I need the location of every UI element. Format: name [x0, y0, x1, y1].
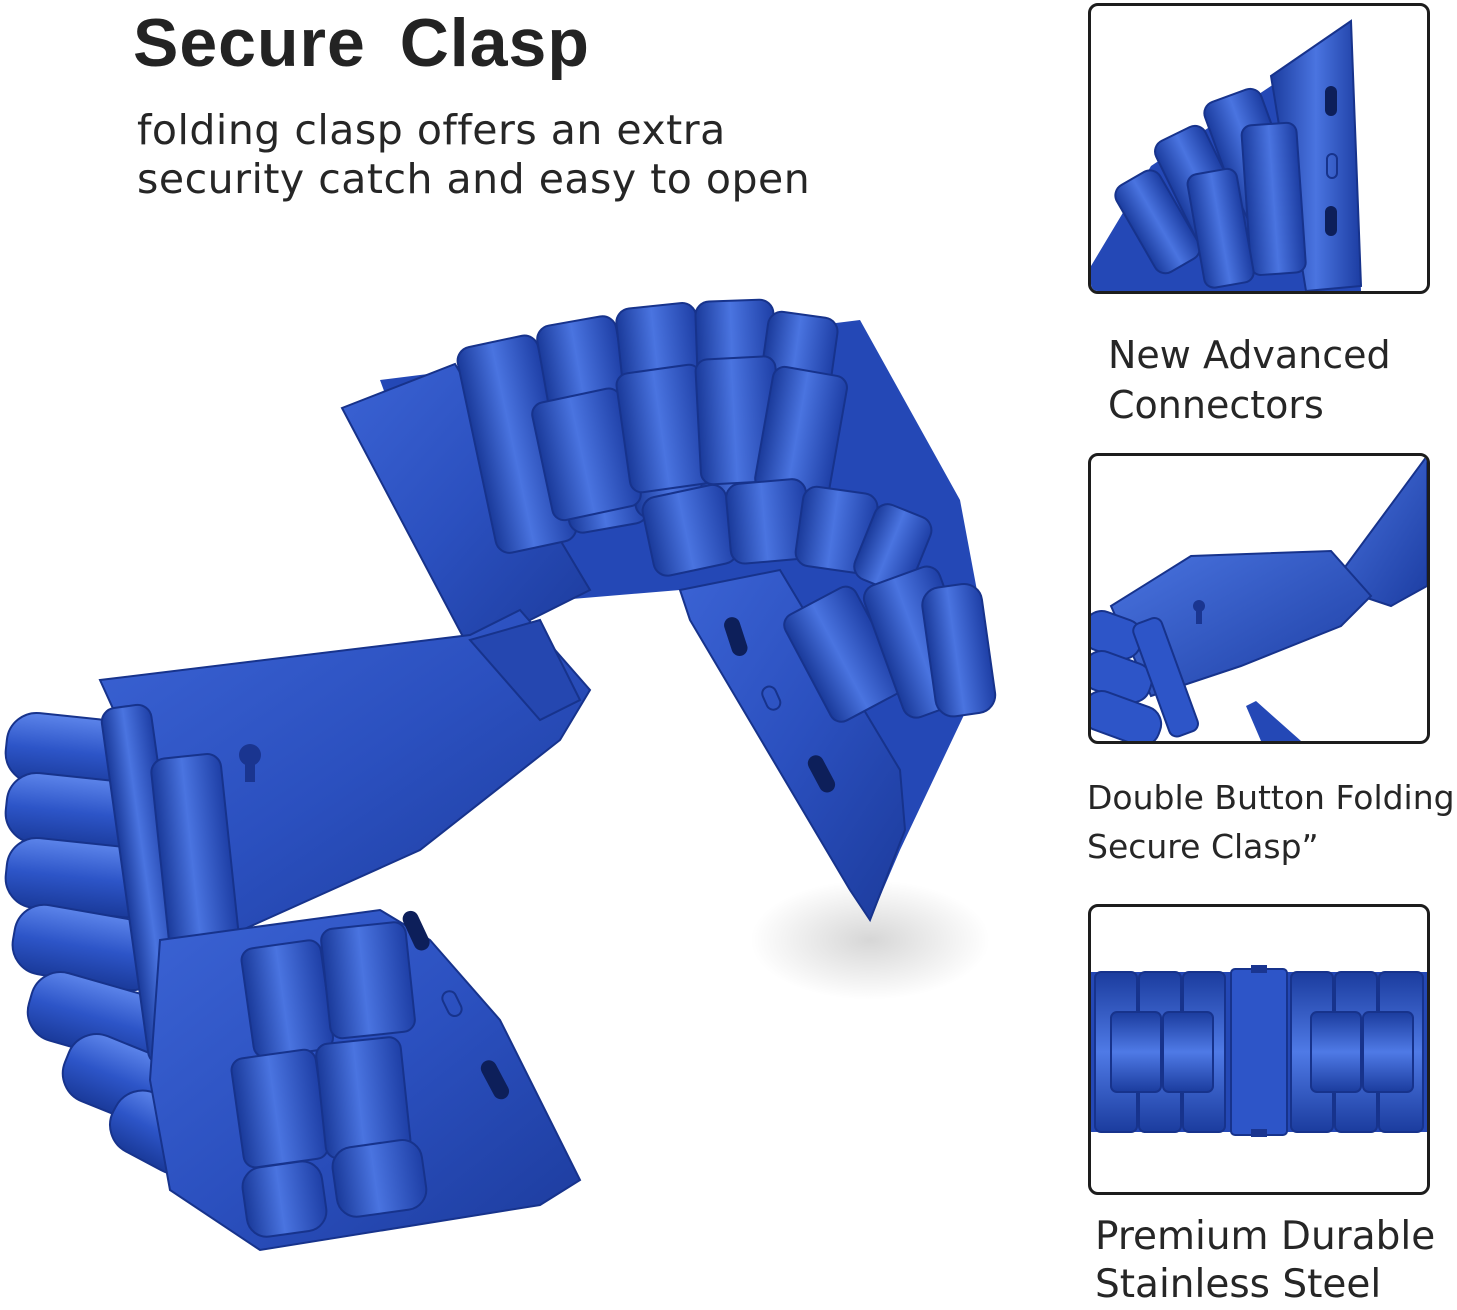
subtitle-line-2: security catch and easy to open	[137, 155, 811, 203]
subtitle-line-1: folding clasp offers an extra	[137, 106, 726, 154]
feature-image-links	[1088, 904, 1430, 1195]
feature-caption-3-line-2: Stainless Steel	[1095, 1262, 1382, 1307]
feature-image-connectors	[1088, 3, 1430, 294]
hero-band-image	[0, 290, 1060, 1305]
feature-caption-1-line-2: Connectors	[1108, 383, 1324, 427]
feature-caption-2-line-1: Double Button Folding	[1087, 778, 1455, 817]
feature-caption-1-line-1: New Advanced	[1108, 333, 1391, 377]
page-title: Secure Clasp	[133, 5, 590, 81]
feature-caption-3-line-1: Premium Durable	[1095, 1214, 1436, 1259]
upper-band	[340, 298, 997, 923]
lower-band	[4, 608, 592, 1252]
feature-caption-2-line-2: Secure Clasp”	[1087, 827, 1319, 866]
feature-image-clasp	[1088, 453, 1430, 744]
